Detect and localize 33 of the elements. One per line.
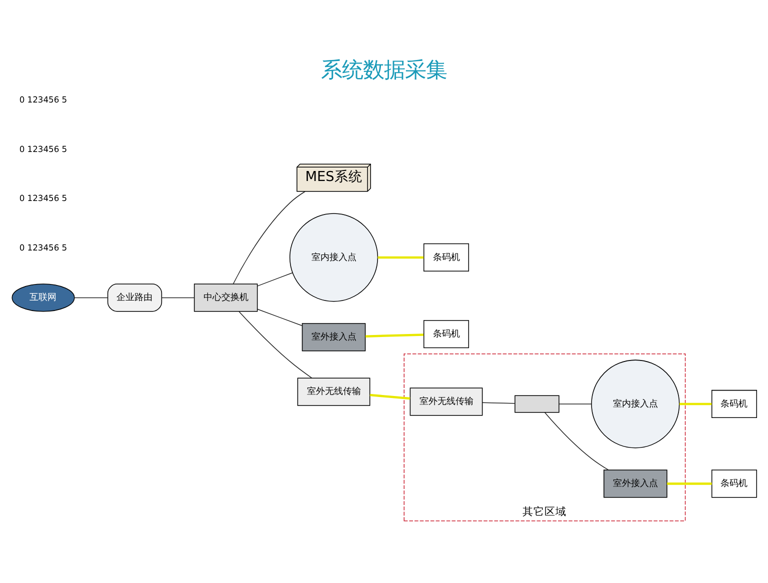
node-box: 室外无线传输 [297,377,370,406]
label: 0 123456 5 [19,143,68,154]
node-box: 室外无线传输 [410,387,483,416]
diagram-title: 系统数据采集 [321,58,447,83]
connector [558,403,592,404]
connector [256,308,302,326]
connector [256,272,293,286]
node-circle: 室内接入点 [591,359,680,448]
node-box: 条码机 [711,469,758,498]
connector [232,190,306,284]
connector [74,296,108,298]
label: 0 123456 5 [19,242,68,252]
label: 0 123456 5 [19,94,68,104]
node-box: 室外接入点 [604,469,668,498]
connector [679,402,712,405]
connector [162,296,194,298]
node-box: 室外接入点 [302,322,366,351]
node-box: 条码机 [423,320,470,348]
connector [666,482,712,484]
connector [238,310,312,378]
connector [544,412,609,470]
label: 0 123456 5 [19,192,68,203]
node-ellipse: 互联网 [12,283,75,312]
connector [378,256,424,258]
connector [370,393,410,400]
node-box: 条码机 [711,389,758,418]
connector [365,333,424,337]
node-box: 企业路由 [107,283,162,312]
node-box: 条码机 [423,242,470,271]
node-box: 中心交换机 [194,283,258,312]
node-circle: 室内接入点 [289,212,378,302]
connector [482,402,516,404]
node-box [514,394,560,412]
